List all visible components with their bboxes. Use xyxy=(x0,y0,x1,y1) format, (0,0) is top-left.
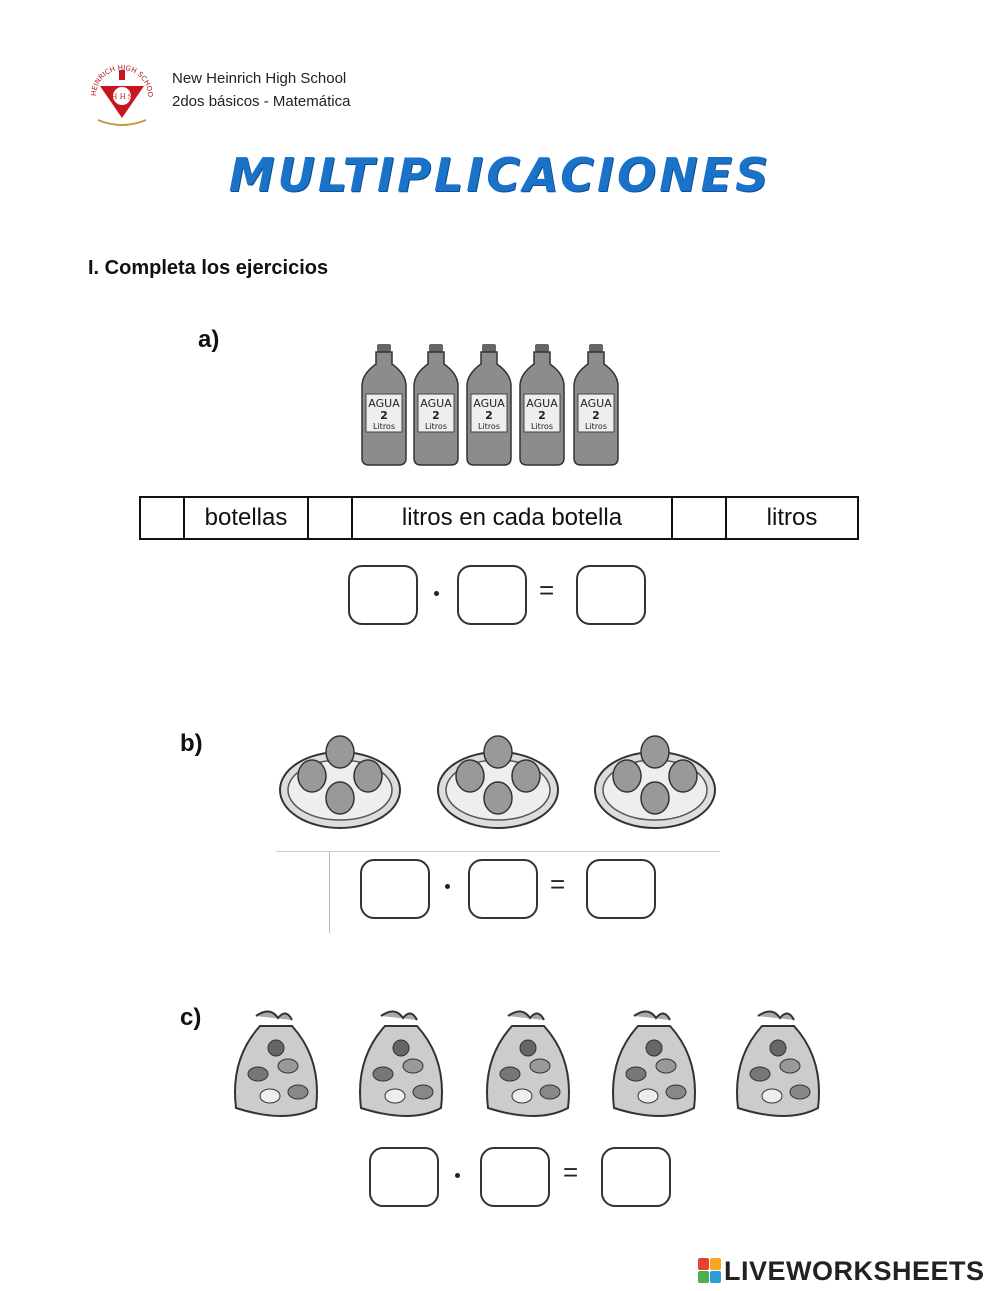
exercise-a-result-box[interactable] xyxy=(576,565,646,625)
label-litros: litros xyxy=(725,496,859,540)
blank-total-liters[interactable] xyxy=(671,496,727,540)
water-bottles-image: AGUA 2 Litros xyxy=(360,343,620,466)
exercise-c-result-box[interactable] xyxy=(601,1147,671,1207)
liveworksheets-logo: LIVEWORKSHEETS xyxy=(698,1255,994,1287)
fruit-plate-icon xyxy=(279,735,716,829)
bottle-label-unit: Litros xyxy=(373,422,395,431)
candy-bag-icon xyxy=(234,1010,820,1117)
exercise-a-factor-2-box[interactable] xyxy=(457,565,527,625)
logo-letters: H H S xyxy=(111,93,133,101)
exercise-b-frame-line-left xyxy=(329,851,330,933)
exercise-a-label-table: botellas litros en cada botella litros xyxy=(139,496,859,540)
school-name: New Heinrich High School xyxy=(172,70,347,87)
exercise-b-factor-2-box[interactable] xyxy=(468,859,538,919)
exercise-c-multiply-sign xyxy=(455,1173,460,1178)
school-crest-icon: HEINRICH HIGH SCHOOL H H S xyxy=(84,52,154,126)
exercise-c-label: c) xyxy=(180,1004,202,1031)
exercise-a-label: a) xyxy=(198,326,220,353)
section-heading: I. Completa los ejercicios xyxy=(88,257,329,279)
exercise-b-multiply-sign xyxy=(445,884,450,889)
water-bottle-icon: AGUA 2 Litros xyxy=(361,343,619,466)
bottle-label-text: AGUA xyxy=(368,397,400,410)
plates-with-fruit-image xyxy=(278,732,723,832)
exercise-c-factor-2-box[interactable] xyxy=(480,1147,550,1207)
exercise-c-equals-sign: = xyxy=(563,1157,579,1187)
blank-liters-per-bottle[interactable] xyxy=(307,496,353,540)
exercise-b-result-box[interactable] xyxy=(586,859,656,919)
exercise-b-equals-sign: = xyxy=(550,869,566,899)
blank-bottles-count[interactable] xyxy=(139,496,185,540)
liveworksheets-grid-icon xyxy=(698,1258,721,1283)
exercise-a-equals-sign: = xyxy=(539,575,555,605)
liveworksheets-brand-text: LIVEWORKSHEETS xyxy=(724,1255,985,1286)
label-litros-en-cada-botella: litros en cada botella xyxy=(351,496,673,540)
exercise-c-factor-1-box[interactable] xyxy=(369,1147,439,1207)
school-logo: HEINRICH HIGH SCHOOL H H S xyxy=(84,52,158,130)
exercise-b-factor-1-box[interactable] xyxy=(360,859,430,919)
label-botellas: botellas xyxy=(183,496,309,540)
course-name: 2dos básicos - Matemática xyxy=(172,93,351,110)
page-title: MULTIPLICACIONES xyxy=(228,148,772,202)
bottle-label-number: 2 xyxy=(380,409,388,422)
exercise-b-label: b) xyxy=(180,730,203,757)
candy-bags-image xyxy=(226,1004,826,1128)
exercise-a-multiply-sign xyxy=(434,591,439,596)
exercise-b-frame-line-top xyxy=(276,851,720,852)
exercise-a-factor-1-box[interactable] xyxy=(348,565,418,625)
